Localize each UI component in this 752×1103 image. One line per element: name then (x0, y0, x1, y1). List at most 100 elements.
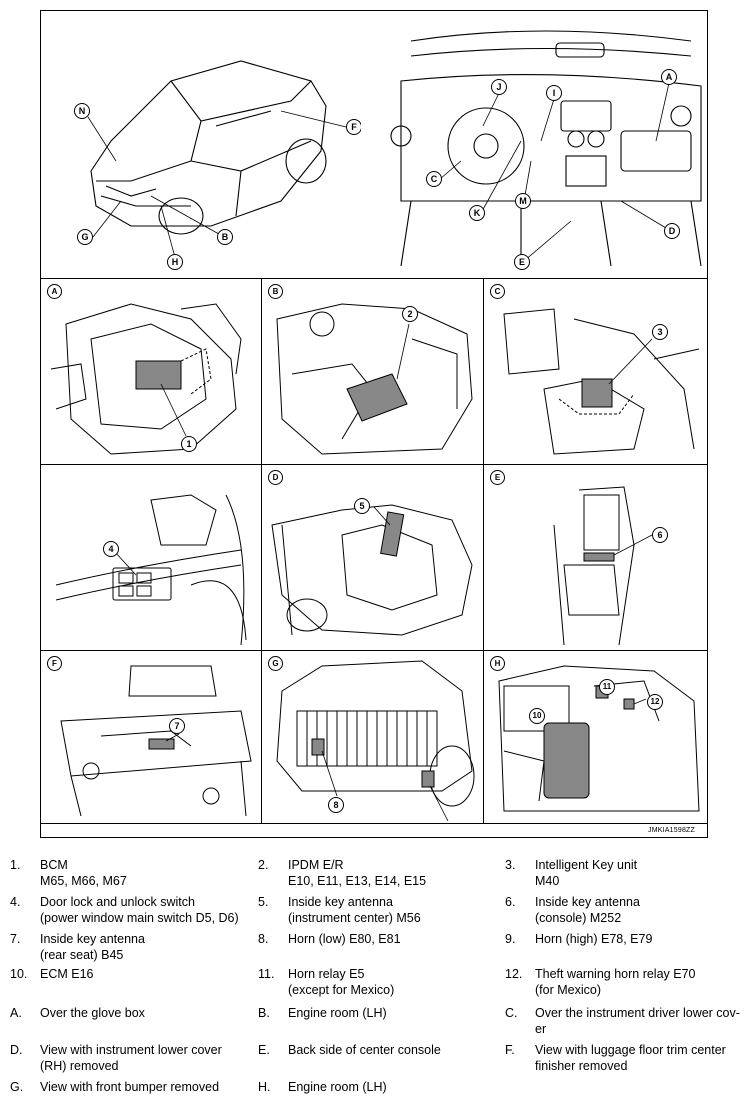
legend-num: B. (258, 1006, 270, 1020)
callout-N: N (74, 103, 90, 119)
legend-num: 12. (505, 967, 523, 981)
legend-text: Engine room (LH) (288, 1080, 387, 1094)
legend-num: 10. (10, 967, 28, 981)
legend-text: Inside key antenna (instrument center) M… (288, 895, 421, 925)
legend-num: H. (258, 1080, 271, 1094)
panel-B-tag: B (268, 284, 283, 299)
panel-A-over-glove-box: A 1 (41, 279, 261, 464)
divider-v1 (261, 278, 263, 823)
callout-12: 12 (647, 694, 663, 710)
panel-H-engine-room-lh: H 10 11 12 (484, 651, 707, 823)
callout-8: 8 (328, 797, 344, 813)
panel-A-tag: A (47, 284, 62, 299)
legend-text: Horn (high) E78, E79 (535, 932, 653, 946)
divider-h1 (41, 278, 707, 280)
panel-D-instrument-lower-cover-removed: D 5 (262, 465, 483, 650)
callout-A: A (661, 69, 677, 85)
callout-C: C (426, 171, 442, 187)
legend-text: View with luggage floor trim center fini… (535, 1043, 726, 1073)
panel-G-front-bumper-removed: G 8 9 (262, 651, 483, 823)
legend-text: Door lock and unlock switch (power windo… (40, 895, 239, 925)
callout-10: 10 (529, 708, 545, 724)
panel-H-tag: H (490, 656, 505, 671)
legend-num: E. (258, 1043, 270, 1057)
panel-D-drawing (271, 504, 473, 636)
panel-B-engine-room-lh: B 2 (262, 279, 483, 464)
callout-D: D (664, 223, 680, 239)
legend-text: Back side of center console (288, 1043, 441, 1057)
legend-text: Horn relay E5 (except for Mexico) (288, 967, 395, 997)
callout-B: B (217, 229, 233, 245)
legend-num: C. (505, 1006, 518, 1020)
divider-h2 (41, 464, 707, 466)
panel-E-tag: E (490, 470, 505, 485)
panel-C-drawing (503, 308, 700, 455)
legend-text: Inside key antenna (rear seat) B45 (40, 932, 145, 962)
legend-num: D. (10, 1043, 23, 1057)
legend-num: 5. (258, 895, 269, 909)
legend-text: Theft warning horn relay E70 (for Mexico… (535, 967, 696, 997)
callout-J: J (491, 79, 507, 95)
callout-H: H (167, 254, 183, 270)
vehicle-interior-drawing (390, 30, 702, 267)
panel-G-tag: G (268, 656, 283, 671)
legend-text: View with front bumper removed (40, 1080, 220, 1094)
door-panel-drawing (55, 494, 247, 646)
legend-text: View with instrument lower cover (RH) re… (40, 1043, 222, 1073)
panel-F-luggage-floor-trim-removed: F 7 (41, 651, 261, 823)
legend-num: 8. (258, 932, 269, 946)
legend-text: Horn (low) E80, E81 (288, 932, 401, 946)
callout-K: K (469, 205, 485, 221)
callout-2: 2 (402, 306, 418, 322)
legend-num: 11. (258, 967, 275, 981)
legend-text: Intelligent Key unit M40 (535, 858, 638, 888)
panel-D-tag: D (268, 470, 283, 485)
legend-text: Over the instrument driver lower cov- er (535, 1006, 740, 1036)
callout-3: 3 (652, 324, 668, 340)
callout-F: F (346, 119, 361, 135)
divider-v2 (483, 278, 485, 823)
callout-I: I (546, 85, 562, 101)
divider-h3 (41, 650, 707, 652)
callout-1: 1 (181, 436, 197, 452)
panel-C-over-instrument-driver-lower-cover: C 3 (484, 279, 707, 464)
panel-door-lock-switch: 4 (41, 465, 261, 650)
legend-num: 1. (10, 858, 21, 872)
legend-num: 4. (10, 895, 21, 909)
legend-num: 6. (505, 895, 516, 909)
callout-6: 6 (652, 527, 668, 543)
panel-H-drawing (498, 665, 700, 812)
legend-text: Inside key antenna (console) M252 (535, 895, 640, 925)
legend-num: 3. (505, 858, 516, 872)
figure-id: JMKIA1598ZZ (648, 827, 695, 834)
panel-C-tag: C (490, 284, 505, 299)
callout-G: G (77, 229, 93, 245)
callout-5: 5 (354, 498, 370, 514)
legend-num: A. (10, 1006, 22, 1020)
panel-A-drawing (50, 303, 242, 455)
legend-num: 7. (10, 932, 21, 946)
callout-E: E (514, 254, 530, 270)
overview-vehicle-exterior: N F G H B (41, 11, 361, 278)
component-location-figure: N F G H B (40, 10, 708, 838)
legend-text: BCM M65, M66, M67 (40, 858, 127, 888)
legend-num: 9. (505, 932, 516, 946)
panel-F-tag: F (47, 656, 62, 671)
panel-B-drawing (276, 303, 473, 455)
panel-F-drawing (60, 665, 252, 817)
divider-h4 (41, 823, 707, 825)
legend-text: ECM E16 (40, 967, 94, 981)
legend-num: 2. (258, 858, 269, 872)
legend-text: IPDM E/R E10, E11, E13, E14, E15 (288, 858, 427, 888)
callout-11: 11 (599, 679, 615, 695)
panel-G-drawing (276, 660, 475, 822)
legend-num: G. (10, 1080, 24, 1094)
callout-7: 7 (169, 718, 185, 734)
legend-text: Engine room (LH) (288, 1006, 387, 1020)
callout-4: 4 (103, 541, 119, 557)
legend-text: Over the glove box (40, 1006, 145, 1020)
legend-num: F. (505, 1043, 515, 1057)
vehicle-exterior-drawing (87, 60, 347, 262)
callout-M: M (515, 193, 531, 209)
panel-E-drawing (553, 486, 653, 646)
